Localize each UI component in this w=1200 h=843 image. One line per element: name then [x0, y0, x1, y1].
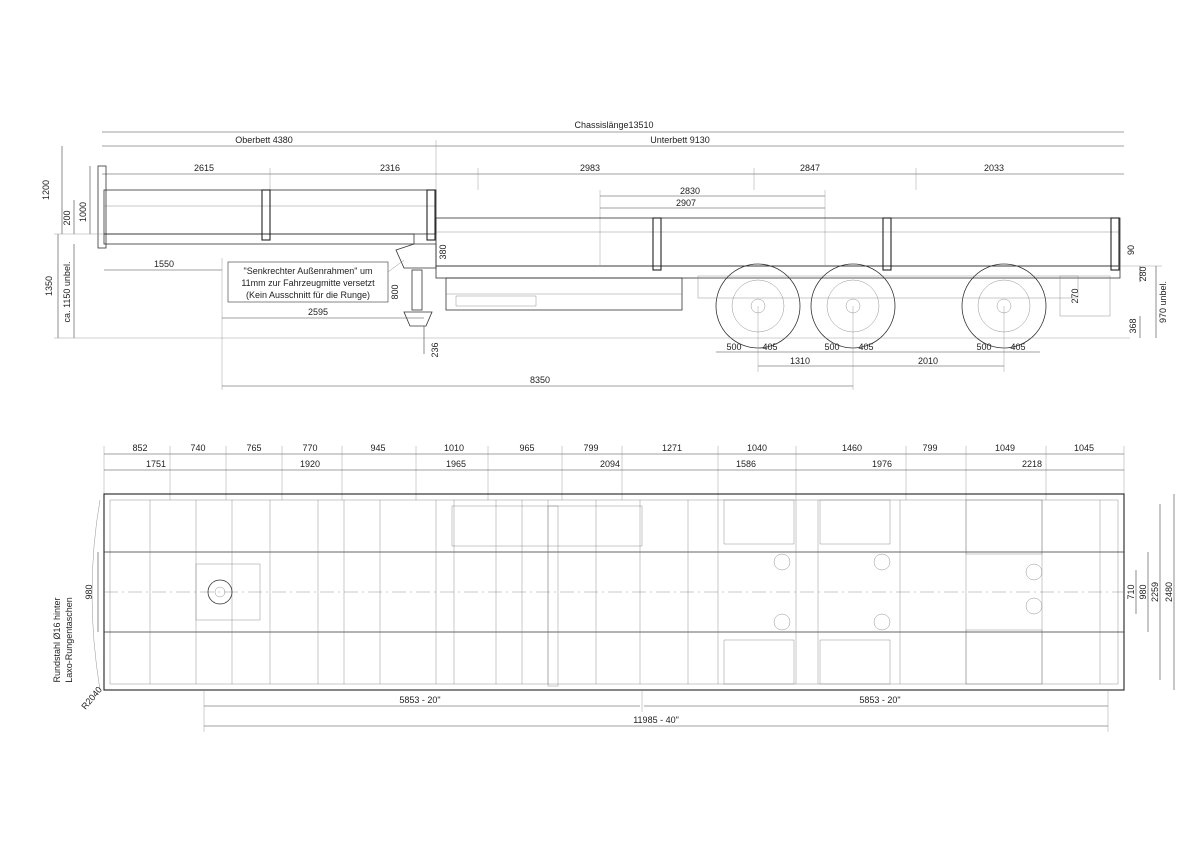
- radius-label: R2040: [79, 685, 104, 712]
- note-box: [227, 261, 389, 303]
- axle-blocks: [723, 499, 1043, 685]
- note-line-2: 11mm zur Fahrzeugmitte versetzt: [241, 278, 375, 288]
- stake-2: [426, 189, 436, 241]
- dim-2595: 2595: [308, 307, 328, 317]
- landing-gear-foot: [403, 311, 433, 327]
- right-dim-2259: 2259: [1150, 582, 1160, 602]
- left-note-1: Rundstahl Ø16 hinter: [52, 597, 62, 682]
- section-dim-4: 2847: [800, 163, 820, 173]
- oberbett-label: Oberbett 4380: [235, 135, 293, 145]
- container-right-dim: 5853 - 20": [859, 695, 900, 705]
- axle-dim-6: 405: [1010, 342, 1025, 352]
- dim-970-unbel: 970 unbel.: [1158, 281, 1168, 323]
- chassis-length-label: Chassislänge13510: [574, 120, 653, 130]
- dim-980-left: 980: [84, 584, 94, 599]
- upper-deck-frame: [103, 233, 415, 245]
- row1-dim-12: 799: [922, 443, 937, 453]
- dim-2907: 2907: [676, 198, 696, 208]
- dim-368: 368: [1128, 318, 1138, 333]
- dim-ca-1150: ca. 1150 unbel.: [62, 262, 72, 323]
- dim-280: 280: [1138, 266, 1148, 281]
- axle-spacing-2: 2010: [918, 356, 938, 366]
- landing-gear: [411, 269, 423, 311]
- gooseneck-step: [395, 243, 437, 269]
- container-left-dim: 5853 - 20": [399, 695, 440, 705]
- note-line-3: (Kein Ausschnitt für die Runge): [246, 290, 370, 300]
- dim-1200: 1200: [41, 180, 51, 200]
- dim-90: 90: [1126, 245, 1136, 255]
- stake-3: [652, 217, 662, 271]
- row1-dim-3: 765: [246, 443, 261, 453]
- stake-4: [882, 217, 892, 271]
- row2-dim-3: 1965: [446, 459, 466, 469]
- row1-dim-2: 740: [190, 443, 205, 453]
- dim-270: 270: [1070, 288, 1080, 303]
- right-dim-2480: 2480: [1164, 582, 1174, 602]
- lower-deck-side-board: [435, 217, 1121, 267]
- front-wall: [97, 165, 107, 249]
- side-view: Chassislänge13510 Oberbett 4380 Unterbet…: [41, 120, 1168, 390]
- unterbett-label: Unterbett 9130: [650, 135, 710, 145]
- dim-1000: 1000: [78, 202, 88, 222]
- kingpin: [207, 579, 233, 605]
- row1-dim-10: 1040: [747, 443, 767, 453]
- top-view: 852 740 765 770 945 1010 965 799 1271 10…: [52, 443, 1175, 732]
- section-dim-3: 2983: [580, 163, 600, 173]
- dim-8350: 8350: [530, 375, 550, 385]
- row2-dim-2: 1920: [300, 459, 320, 469]
- dim-2830: 2830: [680, 186, 700, 196]
- left-note-2: Laxo-Rungentaschen: [64, 597, 74, 683]
- row1-dim-5: 945: [370, 443, 385, 453]
- row1-dim-7: 965: [519, 443, 534, 453]
- row1-dim-13: 1049: [995, 443, 1015, 453]
- row2-dim-4: 2094: [600, 459, 620, 469]
- stake-1: [261, 189, 271, 241]
- lower-deck-frame: [435, 265, 1121, 279]
- row1-dim-14: 1045: [1074, 443, 1094, 453]
- row2-dim-5: 1586: [736, 459, 756, 469]
- axle-dim-2: 405: [762, 342, 777, 352]
- right-dim-710: 710: [1126, 584, 1136, 599]
- section-dim-5: 2033: [984, 163, 1004, 173]
- row1-dim-4: 770: [302, 443, 317, 453]
- row1-dim-9: 1271: [662, 443, 682, 453]
- stake-5: [1110, 217, 1120, 271]
- section-dim-1: 2615: [194, 163, 214, 173]
- row1-dim-11: 1460: [842, 443, 862, 453]
- axle-dim-5: 500: [976, 342, 991, 352]
- radius-arc: [91, 499, 101, 691]
- note-line-1: "Senkrechter Außenrahmen" um: [244, 266, 373, 276]
- section-dim-2: 2316: [380, 163, 400, 173]
- dim-800: 800: [390, 284, 400, 299]
- axle-dim-4: 405: [858, 342, 873, 352]
- dim-200: 200: [62, 210, 72, 225]
- container-full-dim: 11985 - 40": [633, 715, 679, 725]
- row2-dim-1: 1751: [146, 459, 166, 469]
- axle-spacing-1: 1310: [790, 356, 810, 366]
- row2-dim-7: 2218: [1022, 459, 1042, 469]
- row1-dim-1: 852: [132, 443, 147, 453]
- dim-1350: 1350: [44, 276, 54, 296]
- row2-dim-6: 1976: [872, 459, 892, 469]
- right-dim-980: 980: [1138, 584, 1148, 599]
- axle-dim-3: 500: [824, 342, 839, 352]
- container-section: [451, 505, 643, 547]
- dim-236: 236: [430, 342, 440, 357]
- rear-underride-guard: [1059, 275, 1111, 317]
- row1-dim-6: 1010: [444, 443, 464, 453]
- dim-380: 380: [438, 244, 448, 259]
- row1-dim-8: 799: [583, 443, 598, 453]
- dim-1550: 1550: [154, 259, 174, 269]
- axle-dim-1: 500: [726, 342, 741, 352]
